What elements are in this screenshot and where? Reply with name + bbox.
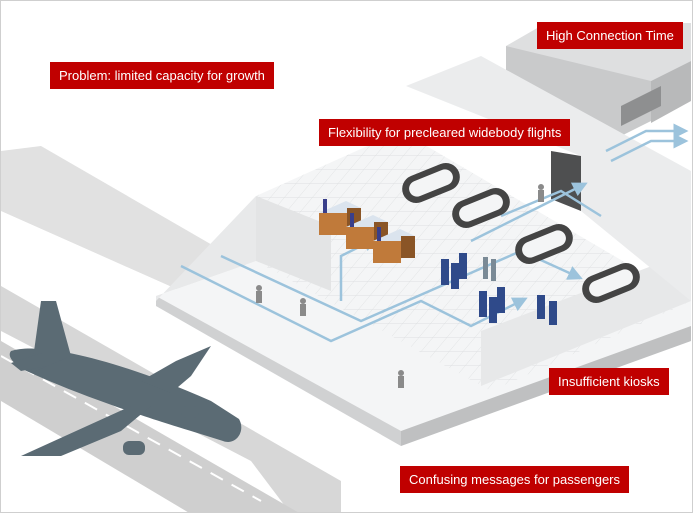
- callout-high-connection-time: High Connection Time: [537, 22, 683, 49]
- callout-insufficient-kiosks: Insufficient kiosks: [549, 368, 669, 395]
- booth-icon: [319, 199, 415, 263]
- kiosk-icon: [441, 253, 557, 325]
- terminal-floor: [156, 56, 691, 446]
- callout-confusing-messages: Confusing messages for passengers: [400, 466, 630, 493]
- baggage-carousel-icon: [402, 163, 640, 303]
- callout-limited-capacity: Problem: limited capacity for growth: [50, 62, 274, 89]
- callout-flexibility: Flexibility for precleared widebody flig…: [319, 119, 571, 146]
- passenger-icon: [256, 184, 544, 388]
- airplane-icon: [9, 301, 242, 456]
